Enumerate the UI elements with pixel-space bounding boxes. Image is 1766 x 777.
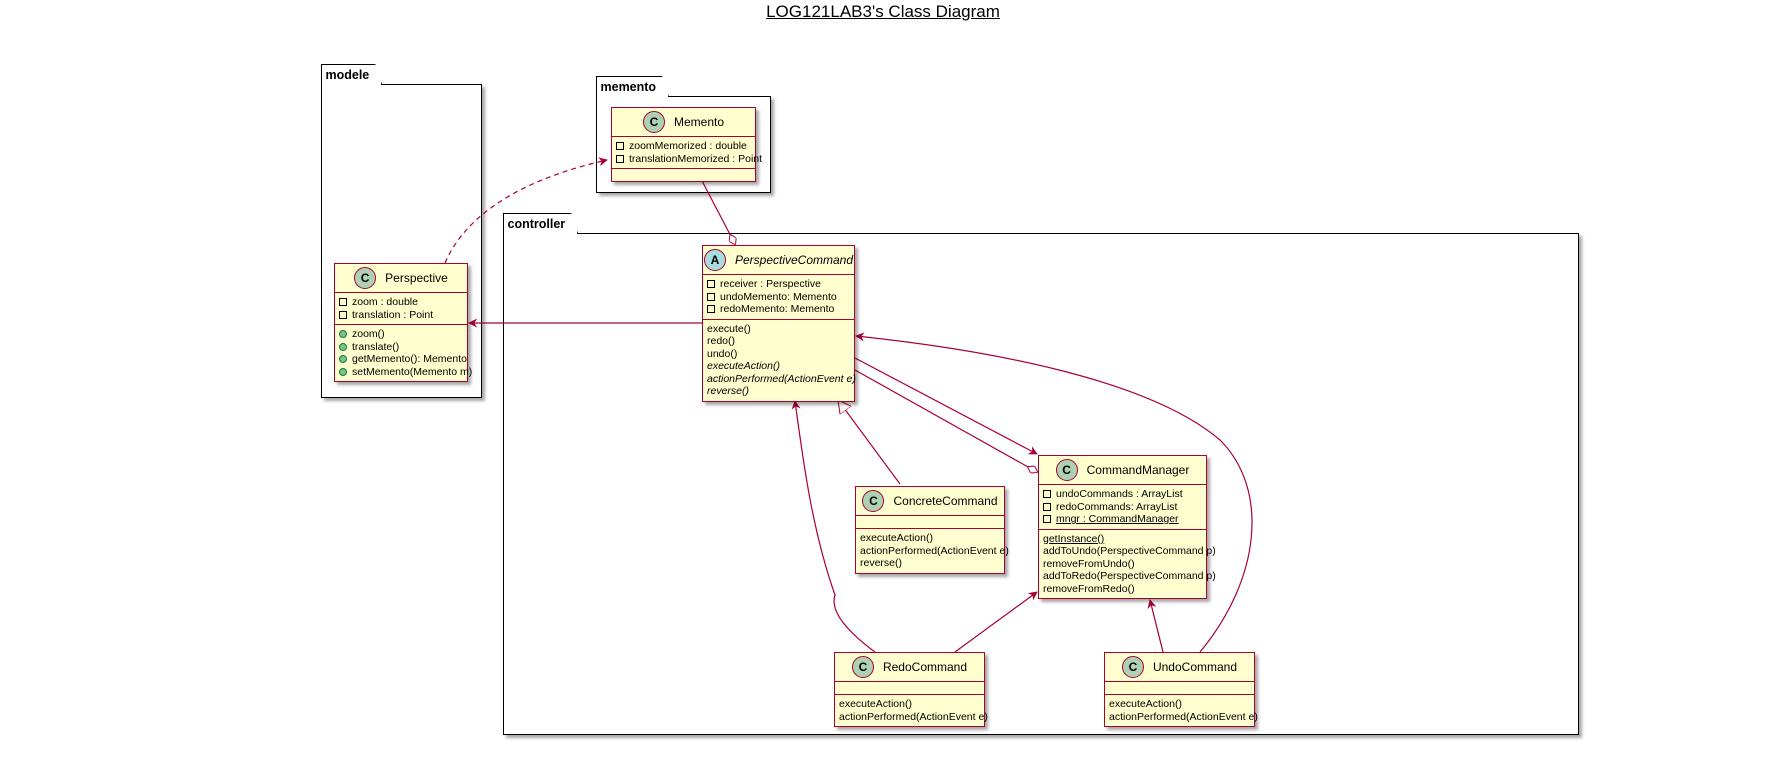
method: actionPerformed(ActionEvent e) <box>860 544 1009 557</box>
package-memento-label: memento <box>596 76 670 97</box>
attributes: zoom : double translation : Point <box>335 293 467 324</box>
public-icon <box>339 330 347 339</box>
methods: getInstance() addToUndo(PerspectiveComma… <box>1039 528 1216 599</box>
method: removeFromUndo() <box>1043 557 1135 570</box>
private-icon <box>1043 502 1051 511</box>
attribute: redoMemento: Memento <box>720 303 835 316</box>
methods: execute() redo() undo() executeAction() … <box>703 318 856 401</box>
private-icon <box>616 142 624 151</box>
aggregation-memento-perspectivecommand <box>699 176 735 244</box>
class-icon: C <box>851 656 874 678</box>
method: redo() <box>707 335 736 348</box>
method: addToRedo(PerspectiveCommand p) <box>1043 570 1216 583</box>
class-icon: C <box>862 490 885 512</box>
method: addToUndo(PerspectiveCommand p) <box>1043 545 1216 558</box>
public-icon <box>339 367 347 376</box>
private-icon <box>1043 490 1051 499</box>
attributes <box>1105 682 1254 694</box>
method: actionPerformed(ActionEvent e) <box>1109 710 1258 723</box>
attributes: undoCommands : ArrayList redoCommands: A… <box>1039 485 1206 529</box>
method: getMemento(): Memento <box>352 353 467 366</box>
class-icon: C <box>1121 656 1144 678</box>
attribute: receiver : Perspective <box>720 278 821 291</box>
methods <box>612 168 755 181</box>
class-command-manager[interactable]: C CommandManager undoCommands : ArrayLis… <box>1038 455 1216 599</box>
private-icon <box>616 154 624 163</box>
attribute: undoMemento: Memento <box>720 290 837 303</box>
package-controller-label: controller <box>503 213 579 234</box>
methods: zoom() translate() getMemento(): Memento… <box>335 324 472 381</box>
methods: executeAction() actionPerformed(ActionEv… <box>856 528 1009 573</box>
class-icon: C <box>642 111 665 133</box>
abstract-method: reverse() <box>707 385 750 398</box>
class-perspective-command[interactable]: A PerspectiveCommand receiver : Perspect… <box>702 245 856 402</box>
association-redocommand-perspectivecommand <box>791 400 876 653</box>
method: executeAction() <box>1109 698 1182 711</box>
association-undocommand-perspectivecommand <box>855 332 1253 653</box>
class-name: Perspective <box>385 271 448 285</box>
attribute: zoom : double <box>352 296 418 309</box>
method: actionPerformed(ActionEvent e) <box>839 710 988 723</box>
attributes <box>835 682 984 694</box>
method: execute() <box>707 322 751 335</box>
class-undo-command[interactable]: C UndoCommand executeAction() actionPerf… <box>1104 652 1258 727</box>
attribute: redoCommands: ArrayList <box>1056 500 1178 513</box>
attribute: zoomMemorized : double <box>629 140 747 153</box>
attribute: undoCommands : ArrayList <box>1056 488 1183 501</box>
private-icon <box>707 292 715 301</box>
class-name: PerspectiveCommand <box>734 253 854 267</box>
association-undocommand-commandmanager <box>1147 599 1164 653</box>
class-name: UndoCommand <box>1152 660 1238 674</box>
methods: executeAction() actionPerformed(ActionEv… <box>1105 694 1258 726</box>
method: executeAction() <box>839 698 912 711</box>
class-name: ConcreteCommand <box>893 494 998 508</box>
diagram-title: LOG121LAB3's Class Diagram <box>766 2 1000 21</box>
inheritance-concretecommand-perspectivecommand <box>838 400 901 485</box>
association-redocommand-commandmanager <box>954 591 1038 653</box>
abstract-method: actionPerformed(ActionEvent e) <box>707 372 856 385</box>
class-icon: C <box>354 267 377 289</box>
package-modele-label: modele <box>321 64 383 85</box>
abstract-class-icon: A <box>703 249 726 271</box>
association-perspectivecommand-commandmanager <box>854 357 1038 455</box>
method: zoom() <box>352 328 385 341</box>
class-name: Memento <box>673 115 725 129</box>
method: translate() <box>352 340 400 353</box>
private-icon <box>1043 515 1051 524</box>
class-concrete-command[interactable]: C ConcreteCommand executeAction() action… <box>855 486 1009 574</box>
attribute: translationMemorized : Point <box>629 152 763 165</box>
class-icon: C <box>1055 459 1078 481</box>
private-icon <box>707 305 715 314</box>
aggregation-perspectivecommand-commandmanager <box>854 369 1037 472</box>
private-icon <box>707 280 715 289</box>
attribute: translation : Point <box>352 308 434 321</box>
method: removeFromRedo() <box>1043 582 1135 595</box>
attributes: zoomMemorized : double translationMemori… <box>612 137 762 168</box>
public-icon <box>339 342 347 351</box>
static-attribute: mngr : CommandManager <box>1056 513 1179 526</box>
method: reverse() <box>860 557 903 570</box>
class-perspective[interactable]: C Perspective zoom : double translation … <box>334 263 472 382</box>
class-name: CommandManager <box>1086 463 1190 477</box>
method: setMemento(Memento m) <box>352 365 473 378</box>
dependency-perspective-memento <box>444 157 608 264</box>
private-icon <box>339 298 347 307</box>
attributes: receiver : Perspective undoMemento: Meme… <box>703 275 854 319</box>
attributes <box>856 516 1004 528</box>
methods: executeAction() actionPerformed(ActionEv… <box>835 694 988 726</box>
private-icon <box>339 310 347 319</box>
public-icon <box>339 355 347 364</box>
method: executeAction() <box>860 532 933 545</box>
class-name: RedoCommand <box>882 660 968 674</box>
class-memento[interactable]: C Memento zoomMemorized : double transla… <box>611 107 762 182</box>
method: undo() <box>707 347 738 360</box>
static-method: getInstance() <box>1043 532 1105 545</box>
abstract-method: executeAction() <box>707 360 780 373</box>
class-redo-command[interactable]: C RedoCommand executeAction() actionPerf… <box>834 652 988 727</box>
